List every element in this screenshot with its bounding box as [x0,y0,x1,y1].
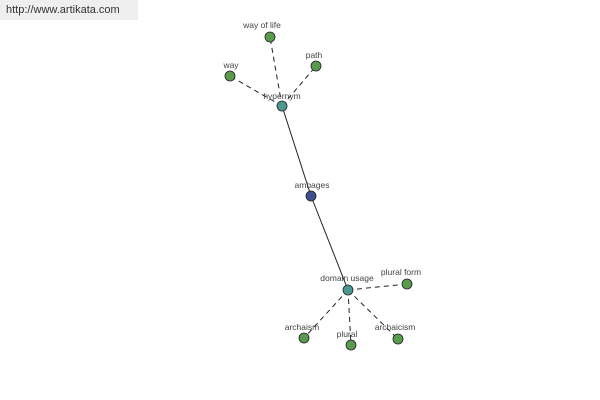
node-hypernym[interactable]: hypernym [263,91,301,112]
node-path-dot[interactable] [310,60,322,72]
edge-domain-usage-plural [347,289,352,346]
node-plural-form-dot[interactable] [401,278,413,290]
node-archaism[interactable]: archaism [285,322,319,344]
node-domain-usage-dot[interactable] [342,284,354,296]
node-plural-label: plural [337,329,358,339]
node-path-label: path [306,50,323,60]
node-domain-usage[interactable]: domain usage [320,273,374,296]
edge-ambages-domain-usage [310,195,349,291]
node-ambages-dot[interactable] [305,190,317,202]
node-archaism-dot[interactable] [298,332,310,344]
node-way-of-life-dot[interactable] [264,31,276,43]
node-plural-form-label: plural form [381,267,421,277]
node-hypernym-label: hypernym [263,91,300,101]
node-way[interactable]: way [222,60,239,82]
node-archaicism[interactable]: archaicism [375,322,416,345]
node-archaicism-label: archaicism [375,322,416,332]
node-way-of-life-label: way of life [242,20,281,30]
node-plural-dot[interactable] [345,339,357,351]
node-archaicism-dot[interactable] [392,333,404,345]
edge-domain-usage-archaicism [347,289,399,340]
node-path[interactable]: path [306,50,323,72]
edge-hypernym-way-of-life [269,36,283,107]
node-plural-form[interactable]: plural form [381,267,421,290]
node-ambages[interactable]: ambages [295,180,330,202]
node-domain-usage-label: domain usage [320,273,374,283]
node-ambages-label: ambages [295,180,330,190]
node-way-dot[interactable] [224,70,236,82]
node-plural[interactable]: plural [337,329,358,351]
edge-domain-usage-plural-form [347,283,408,291]
node-way-label: way [222,60,239,70]
nodes-layer: ambages hypernym domain usage way of lif… [222,20,421,351]
edge-domain-usage-archaism [303,289,349,339]
edges-layer [229,36,408,346]
node-archaism-label: archaism [285,322,319,332]
node-hypernym-dot[interactable] [276,100,288,112]
edge-hypernym-way [229,75,283,107]
edge-ambages-hypernym [281,105,312,197]
source-url-banner[interactable]: http://www.artikata.com [0,0,138,20]
node-way-of-life[interactable]: way of life [242,20,281,43]
